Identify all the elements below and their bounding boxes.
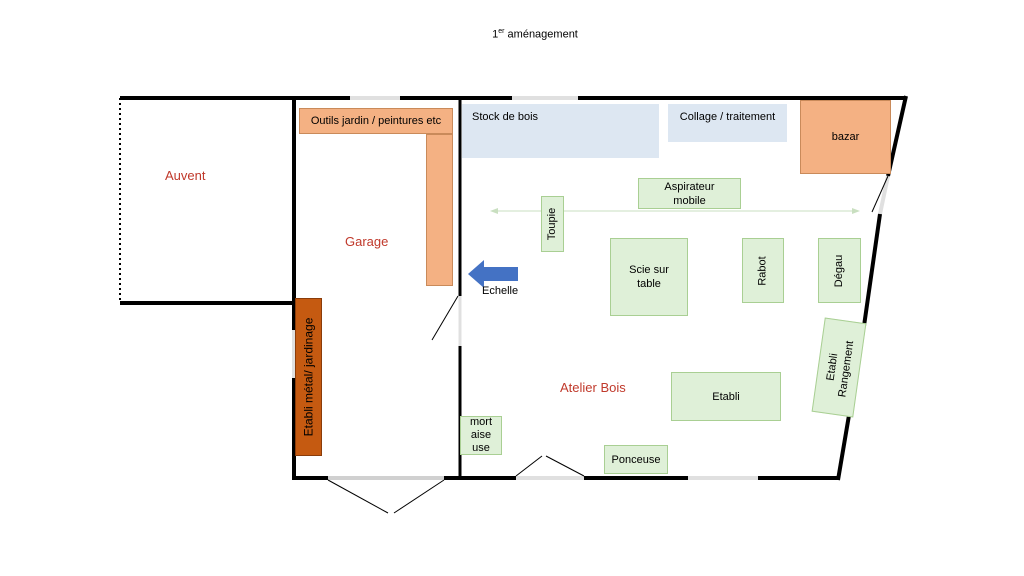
circulation-arrow-right-head: [852, 208, 860, 214]
bazar-zone: bazar: [800, 100, 891, 174]
separating-door-leaf: [431, 295, 459, 341]
ponceuse-label: Ponceuse: [611, 453, 661, 466]
mortaise-line1: mort: [470, 416, 492, 428]
atelier-right-door-opening: [878, 175, 890, 215]
rabot-label: Rabot: [756, 255, 769, 286]
outils-label: Outils jardin / peintures etc: [310, 115, 442, 127]
degau-machine: Dégau: [818, 238, 861, 303]
rabot-machine: Rabot: [742, 238, 784, 303]
mortaise-line2: aise: [470, 429, 492, 441]
bazar-label: bazar: [831, 131, 860, 143]
scie-label-line2: table: [637, 278, 661, 290]
ponceuse-machine: Ponceuse: [604, 445, 668, 474]
etabli-rangement-text: Etabli Rangement: [821, 337, 857, 397]
circulation-arrow-left-head: [490, 208, 498, 214]
toupie-machine: Toupie: [541, 196, 564, 252]
mortaise-line3: use: [472, 442, 490, 454]
etabli-label: Etabli: [712, 390, 740, 403]
aspirateur-label-line1: Aspirateur: [664, 180, 715, 193]
room-label-atelier: Atelier Bois: [560, 380, 626, 395]
etabli-bench: Etabli: [671, 372, 781, 421]
degau-label: Dégau: [833, 254, 846, 287]
atelier-bottom-door-leaf-left: [515, 455, 543, 477]
atelier-bottom-door-leaf-right: [545, 455, 585, 477]
garage-door-leaf-left: [327, 479, 389, 514]
scie-label-line1: Scie sur: [629, 264, 669, 276]
scie-sur-table: Scie sur table: [610, 238, 688, 316]
stock-label: Stock de bois: [472, 111, 539, 123]
garage-door-leaf-right: [393, 479, 445, 514]
atelier-right-wall-top: [886, 95, 908, 177]
aspirateur-mobile: Aspirateur mobile: [638, 178, 741, 209]
collage-label: Collage / traitement: [679, 111, 776, 123]
toupie-label: Toupie: [546, 207, 559, 241]
stock-de-bois-zone: Stock de bois: [462, 104, 659, 158]
plan-title: 1er aménagement: [492, 28, 578, 41]
room-label-garage: Garage: [345, 234, 389, 249]
echelle-label: Echelle: [482, 285, 519, 297]
room-label-auvent: Auvent: [165, 168, 206, 183]
aspirateur-label-line2: mobile: [673, 194, 706, 207]
atelier-right-wall-middle: [862, 213, 882, 327]
mortaiseuse-machine: mort aise use: [460, 416, 502, 455]
atelier-right-door-leaf: [871, 175, 889, 213]
etabli-rangement-line2: Rangement: [836, 339, 856, 398]
outils-jardin-shelf-side: [426, 134, 453, 286]
echelle-arrow: [468, 260, 518, 288]
etabli-metal-bench: Etabli métal/ jardinage: [295, 298, 322, 456]
outils-jardin-shelf: Outils jardin / peintures etc: [299, 108, 453, 134]
etabli-metal-label: Etabli métal/ jardinage: [301, 317, 316, 437]
collage-traitement-zone: Collage / traitement: [668, 104, 787, 142]
